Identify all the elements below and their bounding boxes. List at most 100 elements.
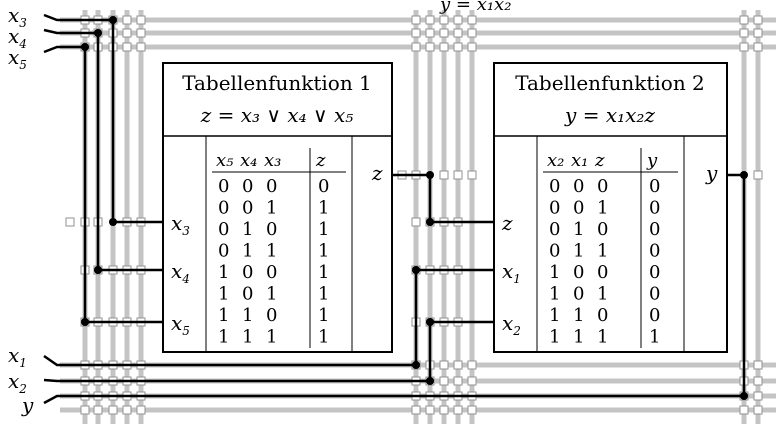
table-cell: 0 [649, 198, 660, 219]
table-cell: 0 [218, 198, 229, 219]
switch-box [411, 28, 421, 38]
table-cell: 1 [242, 241, 253, 262]
table-cell: 1 [597, 284, 608, 305]
table-cell: 0 [242, 262, 253, 283]
switch-box [439, 42, 449, 52]
block2-formula: y = x₁x₂z [564, 103, 655, 127]
table-header: x₅ [216, 150, 233, 171]
table-cell: 0 [549, 198, 560, 219]
switch-box [136, 15, 146, 25]
junction-dots [81, 16, 748, 400]
input-labels: x3 x4 x5 x1 x2 y [8, 3, 34, 417]
block2-out-y: y [705, 161, 718, 185]
table-cell: 1 [318, 241, 329, 262]
input-label-x5: x5 [8, 45, 27, 72]
input-label-y: y [21, 393, 34, 417]
switch-box [753, 15, 763, 25]
table-cell: 0 [573, 198, 584, 219]
table-cell: 1 [318, 305, 329, 326]
switch-box [739, 28, 749, 38]
switch-box [65, 217, 75, 227]
switch-box [467, 28, 477, 38]
table-header: x₁ [571, 150, 588, 171]
switch-box [453, 405, 463, 415]
switch-box [122, 15, 132, 25]
switch-box [136, 42, 146, 52]
block1-in-x5: x5 [171, 311, 190, 338]
table-cell: 0 [218, 241, 229, 262]
input-label-x1: x1 [8, 343, 27, 370]
switch-box [425, 15, 435, 25]
input-label-x2: x2 [8, 369, 27, 396]
table-cell: 1 [218, 262, 229, 283]
table-cell: 1 [266, 284, 277, 305]
table-cell: 0 [266, 262, 277, 283]
block1-in-x4: x4 [171, 259, 190, 286]
table-cell: 0 [266, 176, 277, 197]
block1-in-x3: x3 [171, 211, 190, 238]
table-cell: 1 [318, 284, 329, 305]
table-cell: 1 [549, 327, 560, 348]
table-cell: 0 [573, 262, 584, 283]
switch-box [467, 405, 477, 415]
table-header: x₃ [264, 150, 281, 171]
table-cell: 0 [649, 219, 660, 240]
switch-box [93, 405, 103, 415]
switch-box [739, 42, 749, 52]
switch-box [739, 405, 749, 415]
switch-box [739, 15, 749, 25]
switch-box [453, 360, 463, 370]
switch-box [453, 42, 463, 52]
switch-box [453, 15, 463, 25]
switch-box [753, 170, 763, 180]
table-cell: 1 [649, 327, 660, 348]
table-cell: 0 [649, 176, 660, 197]
table-cell: 1 [573, 241, 584, 262]
table-cell: 1 [266, 198, 277, 219]
block1-title: Tabellenfunktion 1 [182, 71, 372, 95]
table-header: z [315, 150, 326, 171]
switch-box [439, 376, 449, 386]
switch-box [467, 170, 477, 180]
table-cell: 0 [649, 262, 660, 283]
table-cell: 0 [549, 241, 560, 262]
switch-box [136, 405, 146, 415]
table-cell: 1 [266, 241, 277, 262]
table-cell: 1 [549, 262, 560, 283]
switch-box [467, 15, 477, 25]
switch-box [439, 15, 449, 25]
block2-in-z: z [501, 211, 513, 235]
switch-box [753, 28, 763, 38]
block2-title: Tabellenfunktion 2 [515, 71, 705, 95]
switch-box [411, 405, 421, 415]
switch-box [467, 42, 477, 52]
table-cell: 0 [573, 176, 584, 197]
table-cell: 0 [597, 176, 608, 197]
table-cell: 1 [242, 219, 253, 240]
input-label-x4: x4 [8, 24, 27, 51]
table-cell: 1 [549, 284, 560, 305]
table-cell: 1 [218, 327, 229, 348]
table-cell: 0 [218, 219, 229, 240]
switch-box [753, 42, 763, 52]
table-cell: 0 [597, 262, 608, 283]
switch-box [411, 217, 421, 227]
table-cell: 0 [649, 241, 660, 262]
switch-box [453, 28, 463, 38]
switch-box [411, 15, 421, 25]
block2-in-x1: x1 [502, 259, 521, 286]
table-cell: 1 [549, 305, 560, 326]
switch-box [453, 376, 463, 386]
table-cell: 1 [318, 219, 329, 240]
table-cell: 0 [266, 305, 277, 326]
table-cell: 1 [573, 219, 584, 240]
table-cell: 0 [318, 176, 329, 197]
table-header: z [594, 150, 605, 171]
switch-box [411, 42, 421, 52]
switch-box [439, 405, 449, 415]
table-cell: 0 [597, 219, 608, 240]
